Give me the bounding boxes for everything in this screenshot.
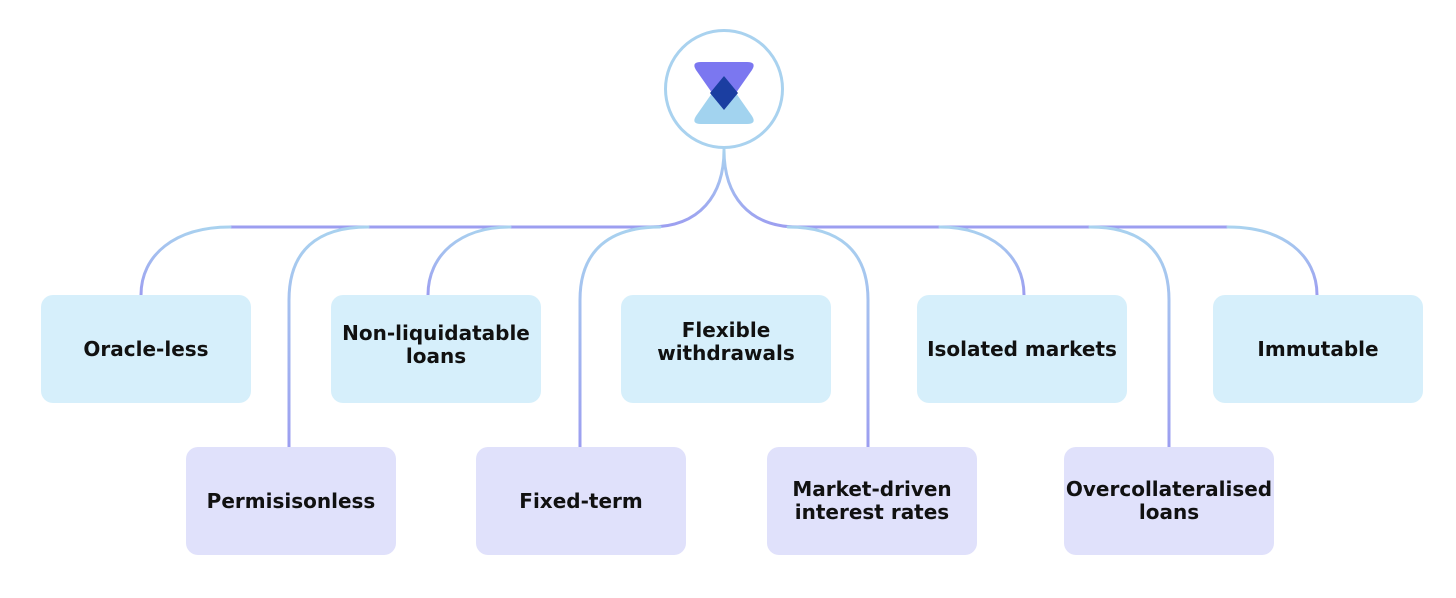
feature-label: Overcollateralised loans [1065, 477, 1273, 524]
connector-market-driven [786, 225, 870, 449]
feature-label: Flexible withdrawals [657, 318, 795, 365]
feature-immutable: Immutable [1213, 295, 1423, 403]
feature-market-driven-interest-rates: Market-driven interest rates [767, 447, 977, 555]
feature-oracle-less: Oracle-less [41, 295, 251, 403]
hub-circle [664, 29, 784, 149]
feature-non-liquidatable-loans: Non-liquidatable loans [331, 295, 541, 403]
feature-fixed-term: Fixed-term [476, 447, 686, 555]
connector-left-spine [228, 148, 726, 229]
feature-label: Oracle-less [83, 336, 209, 361]
feature-label: Fixed-term [519, 488, 643, 513]
connector-right-spine [722, 148, 1230, 229]
connector-fixed-term [578, 225, 662, 449]
feature-label: Market-driven interest rates [792, 477, 952, 524]
feature-label: Immutable [1257, 336, 1379, 361]
connector-oracle-less [139, 225, 232, 297]
logo-icon [694, 62, 754, 124]
feature-label: Permisisonless [206, 488, 376, 513]
connector-isolated-markets [938, 225, 1026, 297]
connector-overcollateralised [1088, 225, 1171, 449]
connector-immutable [1226, 225, 1319, 297]
feature-flexible-withdrawals: Flexible withdrawals [621, 295, 831, 403]
connector-permisisonless [287, 225, 370, 449]
feature-label: Isolated markets [927, 336, 1117, 361]
feature-overcollateralised-loans: Overcollateralised loans [1064, 447, 1274, 555]
connector-non-liquidatable [426, 225, 512, 297]
feature-label: Non-liquidatable loans [342, 321, 530, 368]
feature-permisisonless: Permisisonless [186, 447, 396, 555]
feature-isolated-markets: Isolated markets [917, 295, 1127, 403]
